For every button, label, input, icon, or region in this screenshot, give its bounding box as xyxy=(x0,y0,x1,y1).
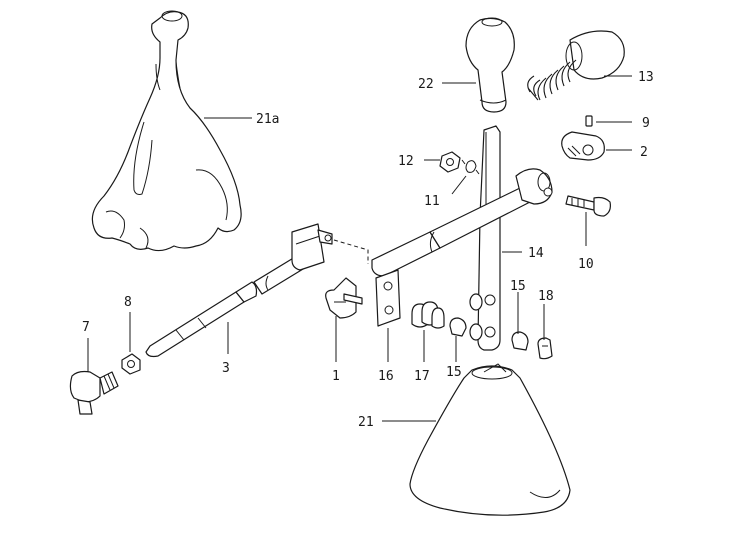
part-3-shift-rod xyxy=(145,223,333,358)
callout-15-right: 15 xyxy=(510,279,526,294)
part-13-spring-assembly xyxy=(527,30,625,101)
callout-18: 18 xyxy=(538,289,554,304)
part-16-plate xyxy=(375,269,401,327)
part-17-bushings xyxy=(411,301,445,329)
callout-16: 16 xyxy=(378,369,394,384)
callout-8: 8 xyxy=(124,295,132,310)
part-21a-shift-boot xyxy=(91,10,242,252)
callout-21a: 21a xyxy=(256,112,279,127)
part-2-clamp xyxy=(561,131,605,161)
callout-12: 12 xyxy=(398,154,414,169)
part-1-bracket xyxy=(325,277,363,319)
part-15-bushing-left xyxy=(449,317,467,337)
part-21-lower-boot xyxy=(409,363,571,516)
part-12-nut xyxy=(439,151,461,173)
part-14-shift-lever xyxy=(469,125,501,351)
callout-13: 13 xyxy=(638,70,654,85)
callout-22: 22 xyxy=(418,77,434,92)
callout-17: 17 xyxy=(414,369,430,384)
callout-10: 10 xyxy=(578,257,594,272)
callout-7: 7 xyxy=(82,320,90,335)
part-11-lock-washer xyxy=(461,159,480,175)
part-10-bolt xyxy=(565,195,611,217)
callout-9: 9 xyxy=(642,116,650,131)
callout-2: 2 xyxy=(640,145,648,160)
part-9-pin xyxy=(585,115,593,127)
callout-15-left: 15 xyxy=(446,365,462,380)
callout-21: 21 xyxy=(358,415,374,430)
callout-11: 11 xyxy=(424,194,440,209)
part-18-clip xyxy=(537,337,553,360)
callout-14: 14 xyxy=(528,246,544,261)
callout-3: 3 xyxy=(222,361,230,376)
part-22-shift-knob xyxy=(465,17,515,113)
rod-alignment-guide xyxy=(333,168,553,277)
leader-lines xyxy=(87,75,632,422)
part-8-nut xyxy=(121,353,141,375)
callout-1: 1 xyxy=(332,369,340,384)
part-7-ball-joint xyxy=(69,370,119,415)
callout-labels: 21a 22 13 9 2 12 11 10 14 8 7 3 1 16 17 … xyxy=(82,70,654,430)
part-15-bushing-right xyxy=(511,331,529,351)
